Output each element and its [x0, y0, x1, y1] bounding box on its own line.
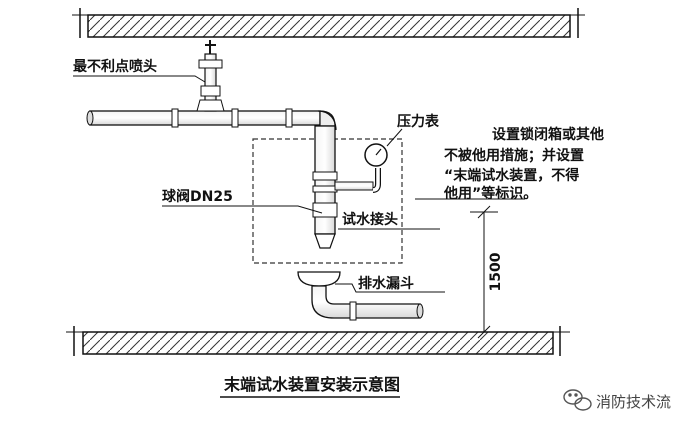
- label-most-unfavorable-sprinkler: 最不利点喷头: [73, 58, 157, 75]
- label-pressure-gauge: 压力表: [397, 113, 440, 130]
- riser-pipe: [312, 110, 338, 249]
- note-line: 不被他用措施；并设置: [444, 147, 584, 164]
- note-block: 设置锁闭箱或其他 不被他用措施；并设置 “末端试水装置，不得 他用”等标识。: [443, 126, 604, 202]
- horizontal-pipe: [86, 108, 321, 128]
- note-line: “末端试水装置，不得: [444, 167, 579, 184]
- floor-slab: [66, 326, 570, 356]
- dimension-line: [470, 205, 498, 339]
- diagram-caption: 末端试水装置安装示意图: [224, 375, 400, 394]
- pressure-gauge: [334, 143, 388, 193]
- leader-lines: [73, 75, 525, 293]
- note-line: 他用”等标识。: [443, 185, 537, 202]
- label-test-water-connector: 试水接头: [342, 211, 398, 228]
- drain-funnel: [297, 271, 424, 321]
- note-line: 设置锁闭箱或其他: [492, 126, 604, 143]
- sprinkler-head: [196, 40, 225, 112]
- wechat-logo-icon: [563, 389, 592, 411]
- watermark-text: 消防技术流: [596, 393, 671, 411]
- label-ball-valve: 球阀DN25: [162, 188, 233, 205]
- ceiling-slab: [72, 8, 585, 38]
- watermark: 消防技术流: [563, 389, 671, 411]
- dimension-value: 1500: [488, 252, 504, 291]
- label-drain-funnel: 排水漏斗: [358, 275, 414, 292]
